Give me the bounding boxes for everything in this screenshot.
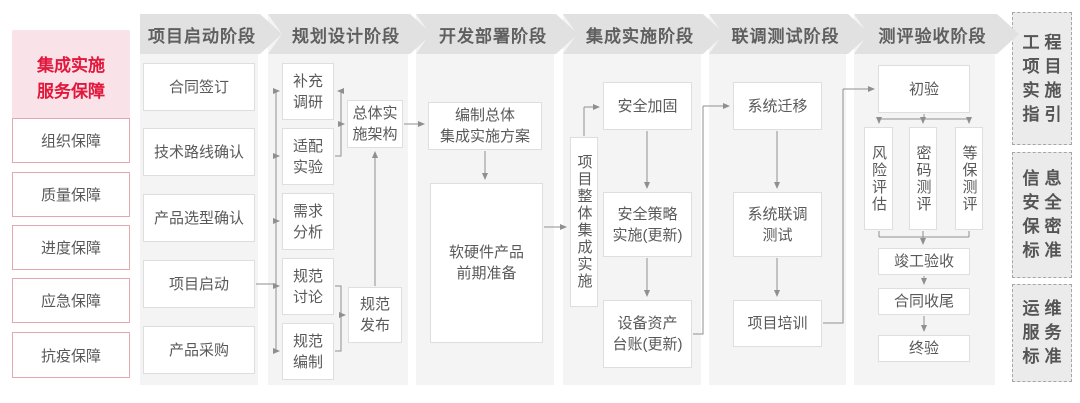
node-overall-impl-architecture: 总体实 施架构	[347, 100, 403, 148]
sidebar-right-ops-standard: 运维 服务 标准	[1012, 284, 1072, 382]
sidebar-right-security-standard: 信息 安全 保密 标准	[1012, 152, 1072, 278]
node-mlps-evaluation: 等保测评	[955, 127, 983, 230]
node-initial-acceptance: 初验	[878, 65, 970, 113]
node-risk-assessment: 风险评估	[864, 127, 893, 230]
phase-header-planning: 规划设计阶段	[268, 14, 432, 54]
node-requirement-analysis: 需求 分析	[282, 193, 334, 250]
node-spec-release: 规范 发布	[348, 287, 402, 343]
node-compile-overall-plan: 编制总体 集成实施方案	[428, 102, 542, 150]
node-final-acceptance: 终验	[878, 335, 970, 362]
node-supplementary-research: 补充 调研	[282, 63, 334, 120]
node-product-selection-confirm: 产品选型确认	[143, 194, 255, 242]
phase-header-development: 开发部署阶段	[416, 14, 578, 54]
phase-header-acceptance: 测评验收阶段	[854, 14, 1019, 54]
node-product-procurement: 产品采购	[143, 326, 255, 374]
sidebar-left-item-emergency: 应急保障	[12, 278, 130, 323]
node-project-training: 项目培训	[733, 300, 822, 347]
node-system-migration: 系统迁移	[733, 82, 822, 130]
phase-header-initiation: 项目启动阶段	[140, 14, 282, 54]
node-adaptation-experiment: 适配 实验	[282, 128, 334, 185]
node-system-joint-test: 系统联调 测试	[733, 192, 822, 257]
node-contract-sign: 合同签订	[143, 63, 255, 111]
phase-header-integration: 集成实施阶段	[563, 14, 725, 54]
node-hw-sw-preparation: 软硬件产品 前期准备	[430, 183, 543, 343]
sidebar-left-item-organization: 组织保障	[12, 118, 130, 163]
node-completion-acceptance: 竣工验收	[878, 248, 970, 275]
node-overall-integration-impl: 项目整体集成实施	[570, 137, 598, 307]
node-project-kickoff: 项目启动	[143, 260, 255, 308]
phase-header-joint-test: 联调测试阶段	[709, 14, 870, 54]
node-security-hardening: 安全加固	[603, 82, 692, 130]
sidebar-left-item-schedule: 进度保障	[12, 225, 130, 270]
sidebar-left-item-quality: 质量保障	[12, 172, 130, 217]
node-spec-drafting: 规范 编制	[282, 323, 334, 380]
sidebar-right-project-guide: 工程 项目 实施 指引	[1012, 12, 1072, 145]
node-security-policy-impl: 安全策略 实施(更新)	[603, 192, 692, 257]
node-spec-discussion: 规范 讨论	[282, 258, 334, 315]
node-tech-route-confirm: 技术路线确认	[143, 128, 255, 176]
sidebar-left-item-anti-epidemic: 抗疫保障	[12, 332, 130, 378]
node-crypto-evaluation: 密码测评	[909, 127, 937, 230]
node-asset-ledger: 设备资产 台账(更新)	[603, 300, 692, 368]
node-contract-closure: 合同收尾	[878, 288, 970, 315]
sidebar-left-highlight: 集成实施 服务保障	[12, 30, 130, 128]
